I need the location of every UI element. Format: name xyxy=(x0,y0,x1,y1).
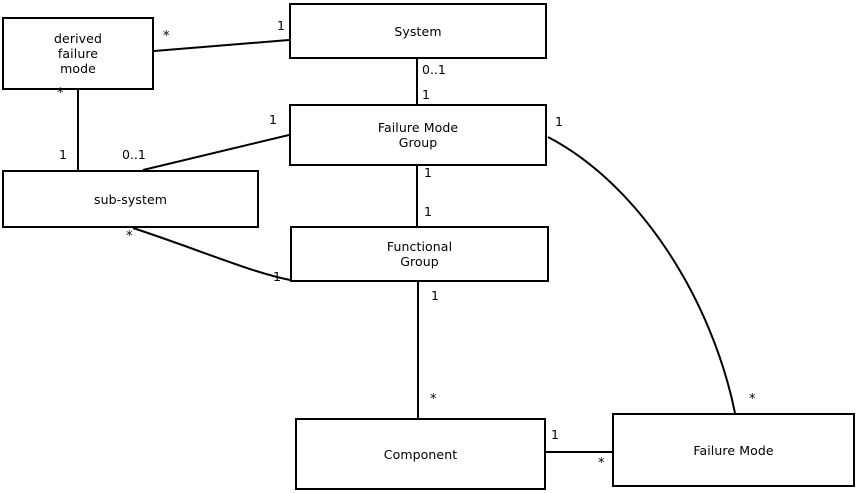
association-failure-mode-group-failure-mode xyxy=(547,136,736,414)
class-box-system[interactable]: System xyxy=(289,3,547,59)
class-box-sub-system[interactable]: sub-system xyxy=(2,170,259,228)
class-box-functional-group[interactable]: Functional Group xyxy=(290,226,549,282)
multiplicity-label: 1 xyxy=(424,165,432,180)
multiplicity-label: 0..1 xyxy=(422,62,446,77)
multiplicity-label: * xyxy=(57,86,64,101)
multiplicity-label: 1 xyxy=(555,114,563,129)
multiplicity-label: * xyxy=(749,392,756,407)
class-label-failure-mode-group: Failure Mode Group xyxy=(377,120,459,150)
class-box-component[interactable]: Component xyxy=(295,418,546,490)
class-label-functional-group: Functional Group xyxy=(386,239,453,269)
multiplicity-label: 1 xyxy=(59,147,67,162)
class-label-component: Component xyxy=(383,446,458,462)
association-sub-system-functional-group xyxy=(132,227,291,281)
multiplicity-label: 1 xyxy=(273,269,281,284)
association-sub-system-failure-mode-group xyxy=(142,134,290,171)
class-box-failure-mode[interactable]: Failure Mode xyxy=(612,413,855,487)
multiplicity-label: 1 xyxy=(431,288,439,303)
multiplicity-label: * xyxy=(430,392,437,407)
multiplicity-label: * xyxy=(598,456,605,471)
multiplicity-label: 1 xyxy=(269,112,277,127)
multiplicity-label: 1 xyxy=(277,18,285,33)
multiplicity-label: * xyxy=(163,29,170,44)
multiplicity-label: 0..1 xyxy=(122,147,146,162)
multiplicity-label: 1 xyxy=(424,204,432,219)
class-box-derived-failure-mode[interactable]: derived failure mode xyxy=(2,17,154,90)
multiplicity-label: 1 xyxy=(551,427,559,442)
class-label-system: System xyxy=(394,23,442,39)
class-box-failure-mode-group[interactable]: Failure Mode Group xyxy=(289,104,547,166)
multiplicity-label: * xyxy=(126,229,133,244)
multiplicity-label: 1 xyxy=(422,87,430,102)
class-label-sub-system: sub-system xyxy=(93,191,168,207)
class-label-derived-failure-mode: derived failure mode xyxy=(54,31,102,76)
class-label-failure-mode: Failure Mode xyxy=(693,442,774,458)
association-derived-failure-mode-system xyxy=(153,39,290,52)
